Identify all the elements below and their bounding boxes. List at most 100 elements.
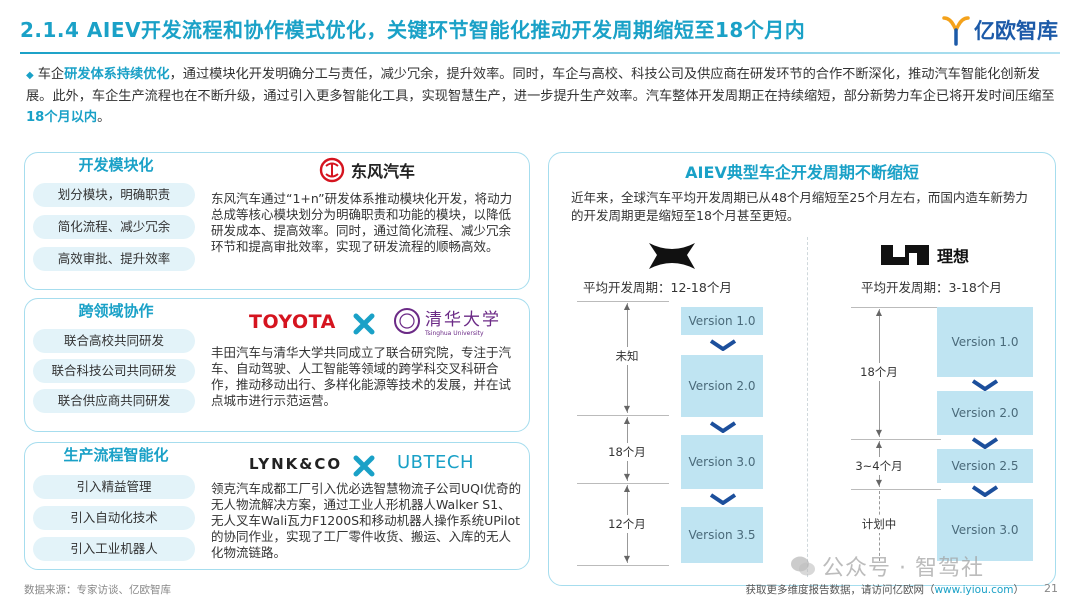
arrow-up-icon: ▲ bbox=[623, 484, 631, 493]
timeline-label: 18个月 bbox=[857, 363, 901, 381]
timeline-tick bbox=[577, 415, 669, 416]
column-divider bbox=[807, 237, 808, 577]
logo: 亿欧智库 bbox=[942, 14, 1058, 46]
arrow-up-icon: ▲ bbox=[623, 416, 631, 425]
version-block: Version 3.5 bbox=[681, 507, 763, 563]
card-title: 开发模块化 bbox=[78, 156, 154, 174]
intro-part1: 车企 bbox=[37, 67, 65, 82]
pill-item: 联合科技公司共同研发 bbox=[33, 359, 195, 383]
pill-item: 高效审批、提升效率 bbox=[33, 247, 195, 271]
version-block: Version 2.0 bbox=[937, 391, 1033, 435]
card-description: 领克汽车成都工厂引入优必选智慧物流子公司UQI优奇的无人物流解决方案，通过工业人… bbox=[211, 481, 522, 560]
arrow-up-icon: ▲ bbox=[875, 440, 883, 449]
avg-cycle-left: 平均开发周期：12-18个月 bbox=[583, 280, 732, 295]
arrow-down-icon: ▼ bbox=[623, 554, 631, 563]
chevron-down-icon bbox=[971, 379, 999, 391]
chevron-down-icon bbox=[971, 437, 999, 449]
timeline-label: 未知 bbox=[605, 347, 649, 365]
watermark-text: 公众号 · 智驾社 bbox=[822, 556, 984, 581]
li-auto-logo: 理想 bbox=[879, 243, 969, 267]
intro-part3: 。 bbox=[97, 110, 111, 125]
card-smart-production: 生产流程智能化 引入精益管理 引入自动化技术 引入工业机器人 LYNK&CO U… bbox=[24, 442, 530, 570]
footer-link[interactable]: www.iyiou.com bbox=[934, 584, 1014, 596]
panel-title: AIEV典型车企开发周期不断缩短 bbox=[685, 163, 919, 182]
timeline-tick bbox=[851, 439, 941, 440]
arrow-down-icon: ▼ bbox=[623, 472, 631, 481]
version-block: Version 2.5 bbox=[937, 449, 1033, 483]
arrow-down-icon: ▼ bbox=[875, 478, 883, 487]
toyota-logo: TOYOTA bbox=[249, 311, 336, 333]
arrow-down-icon: ▼ bbox=[875, 428, 883, 437]
version-block: Version 2.0 bbox=[681, 355, 763, 417]
card-description: 丰田汽车与清华大学共同成立了联合研究院，专注于汽车、自动驾驶、人工智能等领域的跨… bbox=[211, 345, 512, 408]
arrow-down-icon: ▼ bbox=[623, 404, 631, 413]
version-block: Version 1.0 bbox=[937, 307, 1033, 377]
diamond-bullet-icon: ◆ bbox=[26, 70, 34, 81]
arrow-up-icon: ▲ bbox=[623, 302, 631, 311]
pill-item: 引入精益管理 bbox=[33, 475, 195, 499]
lynkco-logo: LYNK&CO bbox=[249, 455, 342, 473]
timeline-tick bbox=[577, 565, 669, 566]
card-title: 生产流程智能化 bbox=[63, 446, 169, 464]
timeline-label: 18个月 bbox=[605, 443, 649, 461]
pill-item: 引入自动化技术 bbox=[33, 506, 195, 530]
lynkco-logo-text: LYNK&CO bbox=[249, 455, 343, 473]
logo-text: 亿欧智库 bbox=[974, 19, 1058, 43]
wechat-icon bbox=[791, 556, 815, 576]
dongfeng-logo: 东风汽车 bbox=[319, 157, 415, 183]
avg-cycle-right: 平均开发周期：3-18个月 bbox=[861, 280, 1002, 295]
dev-cycle-panel: AIEV典型车企开发周期不断缩短 近年来，全球汽车平均开发周期已从48个月缩短至… bbox=[548, 152, 1056, 586]
timeline-tick bbox=[851, 489, 941, 490]
intro-paragraph: ◆车企研发体系持续优化，通过模块化开发明确分工与责任，减少冗余，提升效率。同时，… bbox=[26, 64, 1060, 128]
pill-item: 联合高校共同研发 bbox=[33, 329, 195, 353]
intro-part2: ，通过模块化开发明确分工与责任，减少冗余，提升效率。同时，车企与高校、科技公司及… bbox=[26, 67, 1055, 104]
li-auto-logo-text: 理想 bbox=[937, 247, 970, 266]
cross-icon bbox=[353, 455, 375, 477]
tsinghua-logo-text: 清华大学 bbox=[425, 310, 501, 330]
timeline-label: 3~4个月 bbox=[851, 457, 907, 475]
li-auto-emblem-icon bbox=[881, 245, 929, 265]
card-modular: 开发模块化 划分模块，明确职责 简化流程、减少冗余 高效审批、提升效率 东风汽车… bbox=[24, 152, 530, 290]
arrow-up-icon: ▲ bbox=[875, 308, 883, 317]
footer-note: 获取更多维度报告数据，请访问亿欧网（www.iyiou.com） bbox=[745, 582, 1024, 597]
dongfeng-emblem-icon bbox=[319, 157, 345, 183]
ubtech-logo: UBTECH bbox=[397, 452, 474, 473]
footer-end: ） bbox=[1013, 584, 1025, 596]
card-collaboration: 跨领域协作 联合高校共同研发 联合科技公司共同研发 联合供应商共同研发 TOYO… bbox=[24, 298, 530, 432]
title-underline bbox=[20, 52, 1060, 54]
ubtech-logo-text: UBTECH bbox=[397, 452, 474, 473]
xpeng-logo-icon bbox=[649, 243, 695, 269]
chevron-down-icon bbox=[709, 421, 737, 433]
watermark: 公众号 · 智驾社 bbox=[790, 550, 984, 582]
pill-item: 引入工业机器人 bbox=[33, 537, 195, 561]
version-block: Version 1.0 bbox=[681, 307, 763, 335]
timeline-label: 计划中 bbox=[857, 515, 901, 533]
timeline-label: 12个月 bbox=[605, 515, 649, 533]
yiou-logo-icon bbox=[942, 16, 970, 46]
timeline-tick bbox=[577, 301, 669, 302]
data-source: 数据来源：专家访谈、亿欧智库 bbox=[24, 584, 171, 596]
tsinghua-seal-icon bbox=[394, 308, 420, 334]
version-block: Version 3.0 bbox=[937, 499, 1033, 561]
timeline-tick bbox=[851, 307, 941, 308]
chevron-down-icon bbox=[709, 339, 737, 351]
page-number: 21 bbox=[1044, 582, 1058, 595]
timeline-tick bbox=[577, 483, 669, 484]
intro-highlight-1: 研发体系持续优化 bbox=[64, 67, 170, 82]
pill-item: 联合供应商共同研发 bbox=[33, 389, 195, 413]
tsinghua-logo-subtext: Tsinghua University bbox=[425, 330, 484, 337]
toyota-logo-text: TOYOTA bbox=[249, 311, 336, 333]
pill-item: 简化流程、减少冗余 bbox=[33, 215, 195, 239]
cross-icon bbox=[353, 313, 375, 335]
chevron-down-icon bbox=[971, 485, 999, 497]
footer-text: 获取更多维度报告数据，请访问亿欧网（ bbox=[745, 584, 935, 596]
card-title: 跨领域协作 bbox=[78, 302, 154, 320]
card-description: 东风汽车通过“1+n”研发体系推动模块化开发，将动力总成等核心模块划分为明确职责… bbox=[211, 191, 513, 254]
page-title: 2.1.4 AIEV开发流程和协作模式优化，关键环节智能化推动开发周期缩短至18… bbox=[20, 18, 806, 42]
intro-highlight-2: 18个月以内 bbox=[26, 110, 98, 125]
pill-item: 划分模块，明确职责 bbox=[33, 183, 195, 207]
version-block: Version 3.0 bbox=[681, 435, 763, 489]
panel-text: 近年来，全球汽车平均开发周期已从48个月缩短至25个月左右，而国内造车新势力的开… bbox=[571, 190, 1028, 223]
tsinghua-logo: 清华大学 Tsinghua University bbox=[393, 305, 501, 337]
dongfeng-logo-text: 东风汽车 bbox=[351, 162, 416, 181]
